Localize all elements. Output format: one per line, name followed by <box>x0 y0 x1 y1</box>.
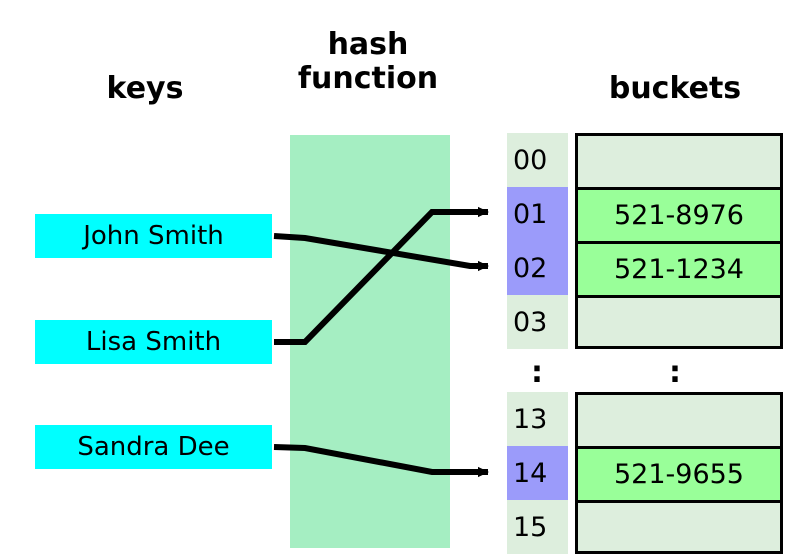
index-ellipsis: : <box>531 355 543 390</box>
bucket-index-02[interactable]: 02 <box>507 241 568 295</box>
bucket-index-00[interactable]: 00 <box>507 133 568 187</box>
bucket-value-02[interactable]: 521-1234 <box>575 241 783 295</box>
bucket-value-00[interactable] <box>575 133 783 187</box>
value-ellipsis: : <box>669 355 681 390</box>
column-heading-hash-function: hash function <box>297 27 439 96</box>
key-box-john-smith[interactable]: John Smith <box>35 214 272 258</box>
bucket-index-03[interactable]: 03 <box>507 295 568 349</box>
column-heading-buckets: buckets <box>608 71 742 106</box>
bucket-value-13[interactable] <box>575 392 783 446</box>
bucket-value-14[interactable]: 521-9655 <box>575 446 783 500</box>
bucket-index-13[interactable]: 13 <box>507 392 568 446</box>
bucket-index-14[interactable]: 14 <box>507 446 568 500</box>
bucket-value-15[interactable] <box>575 500 783 554</box>
hash-function-block <box>290 135 450 548</box>
bucket-value-01[interactable]: 521-8976 <box>575 187 783 241</box>
column-heading-keys: keys <box>106 71 184 106</box>
bucket-index-01[interactable]: 01 <box>507 187 568 241</box>
bucket-value-03[interactable] <box>575 295 783 349</box>
key-box-lisa-smith[interactable]: Lisa Smith <box>35 320 272 364</box>
bucket-index-15[interactable]: 15 <box>507 500 568 554</box>
key-box-sandra-dee[interactable]: Sandra Dee <box>35 425 272 469</box>
